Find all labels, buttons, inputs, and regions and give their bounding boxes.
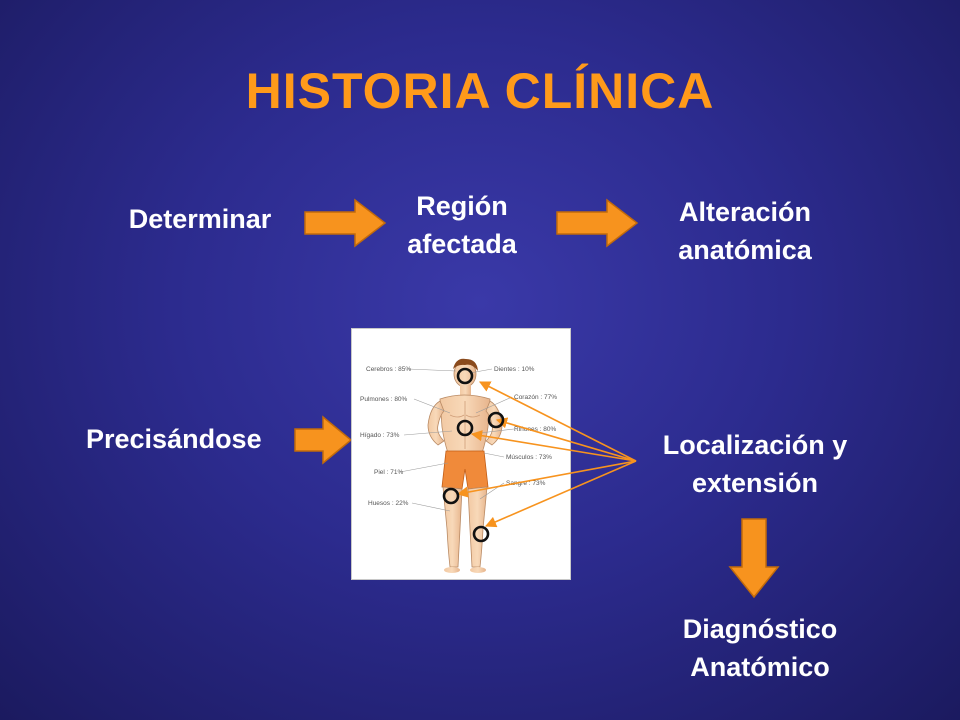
diagnostico-line2: Anatómico (690, 652, 830, 682)
body-neck (460, 385, 471, 395)
label-cerebros: Cerebros : 85% (366, 366, 411, 373)
step-alteracion-anatomica: Alteración anatómica (635, 193, 855, 269)
highlight-circle (456, 419, 474, 437)
highlight-circle (456, 367, 474, 385)
body-left-leg (442, 486, 463, 568)
label-rinones: Riñones : 80% (514, 426, 556, 433)
label-pulmones: Pulmones : 80% (360, 396, 408, 403)
slide-title: HISTORIA CLÍNICA (245, 63, 715, 119)
arrow-right-icon (556, 198, 639, 248)
step-alteracion-line1: Alteración (678, 197, 812, 227)
localizacion-line1: Localización y (662, 430, 848, 460)
label-piel: Piel : 71% (374, 469, 403, 476)
body-left-arm (427, 400, 445, 446)
label-huesos: Huesos : 22% (368, 500, 409, 507)
label-corazon: Corazón : 77% (514, 394, 557, 401)
highlight-circle (442, 487, 460, 505)
step-region-line2: afectada (407, 229, 517, 259)
arrow-down-icon (728, 518, 780, 599)
diagnostico-line1: Diagnóstico (682, 614, 838, 644)
label-localizacion-extension: Localización y extensión (630, 426, 880, 502)
step-alteracion-line2: anatómica (678, 235, 812, 265)
highlight-circle (472, 525, 490, 543)
highlight-circle (487, 411, 505, 429)
label-diagnostico-anatomico: Diagnóstico Anatómico (640, 610, 880, 686)
localizacion-line2: extensión (691, 468, 819, 498)
label-precisandose: Precisándose (86, 424, 262, 454)
label-dientes: Dientes : 10% (494, 366, 535, 373)
label-musculos: Músculos : 73% (506, 454, 552, 461)
arrow-right-icon (304, 198, 387, 248)
step-region-afectada: Región afectada (362, 187, 562, 263)
step-region-line1: Región (416, 191, 508, 221)
arrow-right-icon (294, 415, 353, 465)
label-higado: Hígado : 73% (360, 432, 400, 439)
label-sangre: Sangre : 73% (506, 480, 546, 487)
step-determinar: Determinar (128, 204, 272, 234)
body-hair (453, 358, 478, 371)
